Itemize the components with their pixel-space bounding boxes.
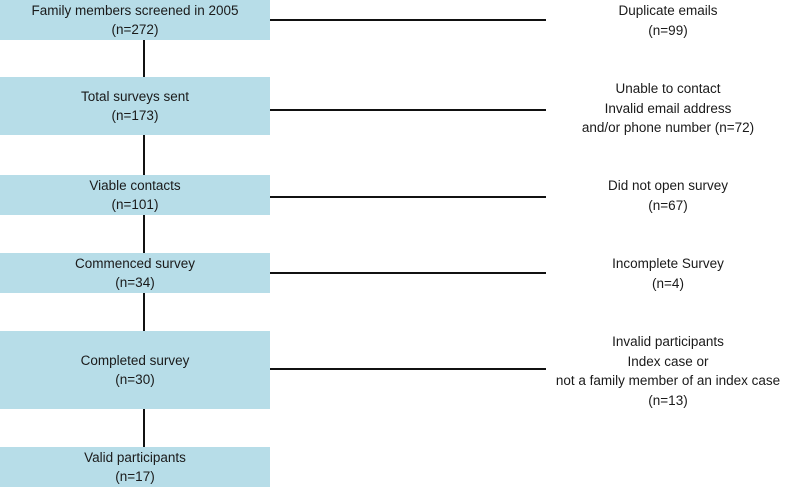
connector-exclusion [270, 272, 546, 274]
flow-box-completed: Completed survey (n=30) [0, 331, 270, 409]
connector-vertical [143, 135, 145, 175]
exclusion-line: Invalid participants [612, 334, 724, 349]
exclusion-line: Incomplete Survey [612, 256, 724, 271]
flow-box-label: Valid participants [84, 450, 186, 465]
exclusion-unable-to-contact: Unable to contact Invalid email address … [530, 79, 800, 138]
exclusion-incomplete-survey: Incomplete Survey (n=4) [530, 254, 800, 293]
flow-box-label: Completed survey [80, 353, 190, 368]
connector-vertical [143, 409, 145, 447]
exclusion-count: (n=99) [648, 22, 688, 38]
flow-box-label: Commenced survey [74, 256, 196, 271]
flow-box-count: (n=272) [111, 22, 159, 37]
exclusion-count: and/or phone number (n=72) [581, 120, 755, 135]
exclusion-line: Invalid email address [604, 100, 732, 116]
flow-box-count: (n=173) [111, 108, 159, 123]
exclusion-count: (n=13) [648, 392, 688, 408]
flow-box-label: Family members screened in 2005 [31, 3, 239, 18]
connector-exclusion [270, 109, 546, 111]
connector-exclusion [270, 196, 546, 198]
exclusion-line: Duplicate emails [618, 3, 718, 18]
flow-box-screened: Family members screened in 2005 (n=272) [0, 0, 270, 40]
flow-box-surveys-sent: Total surveys sent (n=173) [0, 77, 270, 135]
connector-vertical [143, 215, 145, 253]
flow-box-label: Total surveys sent [80, 89, 190, 104]
connector-exclusion [270, 19, 546, 21]
flow-box-count: (n=30) [115, 372, 155, 387]
flow-box-count: (n=17) [115, 469, 155, 484]
exclusion-invalid-participants: Invalid participants Index case or not a… [530, 332, 800, 410]
flow-box-label: Viable contacts [89, 178, 181, 193]
exclusion-line: Unable to contact [615, 81, 721, 96]
connector-exclusion [270, 368, 546, 370]
exclusion-count: (n=4) [652, 275, 684, 291]
flow-box-count: (n=101) [111, 197, 159, 212]
exclusion-did-not-open: Did not open survey (n=67) [530, 176, 800, 215]
flow-box-viable-contacts: Viable contacts (n=101) [0, 175, 270, 215]
flow-box-commenced: Commenced survey (n=34) [0, 253, 270, 293]
exclusion-count: (n=67) [648, 197, 688, 213]
exclusion-line: not a family member of an index case [555, 373, 781, 388]
exclusion-duplicate-emails: Duplicate emails (n=99) [530, 1, 800, 40]
connector-vertical [143, 293, 145, 331]
flow-box-count: (n=34) [115, 275, 155, 290]
exclusion-line: Index case or [627, 353, 709, 369]
flow-box-valid-participants: Valid participants (n=17) [0, 447, 270, 487]
connector-vertical [143, 40, 145, 77]
exclusion-line: Did not open survey [607, 178, 729, 193]
